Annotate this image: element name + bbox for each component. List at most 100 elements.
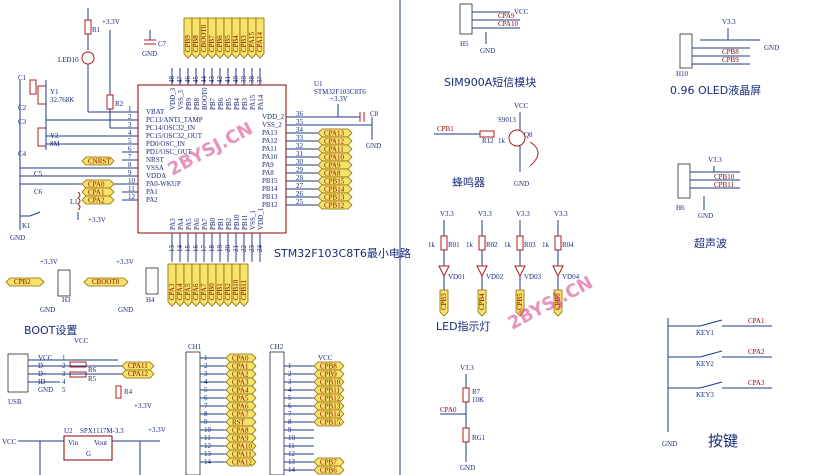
ch1-net-6-text: CPA5	[232, 395, 249, 403]
mcu-top-num-38: 38	[248, 76, 256, 84]
mcu-pin-pc15/osc32_out: PC15/OSC32_OUT	[146, 132, 203, 140]
v33-l1: +3.3V	[88, 216, 106, 224]
netflag-cpb3-text: CPB3	[240, 35, 248, 52]
oled-net2: CPB9	[722, 56, 739, 64]
ch1-net-14-text: CPA12	[232, 459, 252, 467]
h4-header	[145, 267, 159, 295]
mcu-bottom-num-21: 21	[232, 245, 240, 253]
mcu-bottom-pin-pa6: PA6	[193, 218, 201, 230]
led-diode-ref-4: VD04	[562, 273, 580, 281]
led10-label: LED10	[58, 56, 79, 64]
netflag-cpb2	[5, 277, 45, 287]
mcu-pin-pb12: PB12	[262, 201, 278, 209]
netflag-cpb5	[223, 17, 233, 59]
c6-label: C6	[34, 188, 43, 196]
q8-transistor	[508, 129, 526, 147]
oled-v33: V3.3	[722, 18, 736, 26]
mcu-pin-num-6: 6	[128, 145, 132, 153]
mcu-top-pin-vss_3: VSS_3	[177, 90, 185, 110]
mcu-pin-num-29: 29	[296, 166, 304, 174]
led-net-4-text: CPB6	[554, 293, 562, 310]
usb-pin-num-1: 1	[62, 354, 66, 362]
mcu-pin-num-8: 8	[128, 161, 132, 169]
netflag-cpa13-text: CPA13	[324, 130, 344, 138]
mcu-pin-pd0/osc_in: PD0/OSC_IN	[146, 140, 185, 148]
mcu-pin-num-7: 7	[128, 153, 132, 161]
ch1-net-5-text: CPA4	[232, 387, 249, 395]
mcu-bottom-num-16: 16	[192, 245, 200, 253]
netflag-cpa14-text: CPA14	[256, 32, 264, 52]
netflag-cpa10-text: CPA10	[324, 154, 344, 162]
mcu-pin-num-30: 30	[296, 158, 304, 166]
mcu-pin-num-1: 1	[128, 105, 132, 113]
c5-label: C5	[34, 170, 43, 178]
y1-crystal	[37, 85, 47, 105]
netflag-cpb9-text: CPB9	[184, 35, 192, 52]
gnd-h4: GND	[118, 306, 133, 314]
netflag-cpb10-text: CPB10	[232, 279, 240, 300]
netflag-cpa15-text: CPA15	[248, 32, 256, 52]
netflag-left-cpa0-text: CPA0	[88, 181, 105, 189]
u2-vin: Vin	[68, 439, 79, 447]
ch1-net-1-text: CPA0	[232, 355, 249, 363]
mcu-bottom-pin-pa4: PA4	[177, 218, 185, 230]
r6-label: R6	[88, 366, 97, 374]
r2-label: R2	[115, 100, 124, 108]
usb-label: USB	[8, 398, 22, 406]
r7-resistor	[462, 387, 470, 403]
h5-header	[459, 3, 473, 35]
mcu-pin-pc14/osc32_in: PC14/OSC32_IN	[146, 124, 195, 132]
boot-block: +3.3V CPB2 H3 GND +3.3V CBOOT0 H4 GND BO…	[5, 258, 159, 337]
netflag-cpb1	[215, 263, 225, 307]
keys-caption: 按键	[708, 432, 738, 450]
gnd-c7: GND	[142, 50, 157, 58]
key-net-3: CPA3	[748, 379, 765, 387]
rg1-label: RG1	[472, 434, 486, 442]
h3-header	[57, 269, 71, 297]
ch2-net-5-text: CPB12	[320, 395, 341, 403]
mcu-top-pin-boot0: BOOT0	[201, 87, 209, 110]
c4-label: C4	[18, 150, 27, 158]
mcu-pin-vdda: VDDA	[146, 172, 166, 180]
mcu-pin-pb15: PB15	[262, 177, 278, 185]
usb-pin-vcc: VCC	[38, 354, 53, 362]
led-res-val-4: 1k	[542, 241, 550, 249]
mcu-top-pin-pa15: PA15	[249, 94, 257, 110]
led-net-1	[439, 289, 449, 317]
reg-v33: +3.3V	[148, 426, 166, 434]
netflag-cpb13-text: CPB13	[324, 194, 345, 202]
ch2-net-7-text: CPB14	[320, 411, 341, 419]
netflag-cpa12-text: CPA12	[324, 138, 344, 146]
netflag-cpb8-text: CPB8	[192, 35, 200, 52]
mcu-top-num-44: 44	[200, 76, 208, 84]
led-diode-ref-2: VD02	[486, 273, 504, 281]
r12-value: 1k	[498, 137, 506, 145]
ch1-net-10-text: CPA8	[232, 427, 249, 435]
h4-label: H4	[146, 296, 155, 304]
led-net-2	[477, 289, 487, 317]
u2-ref: U2	[64, 427, 73, 435]
boot-caption: BOOT设置	[24, 324, 77, 337]
mcu-bottom-num-22: 22	[240, 245, 248, 253]
mcu-bottom-pin-vss_1: VSS_1	[249, 210, 257, 230]
netflag-cpb6-text: CPB6	[216, 35, 224, 52]
ch2-ref: CH2	[270, 343, 284, 351]
netflag-cpb3	[239, 17, 249, 59]
y1-label: Y1	[50, 88, 59, 96]
netflag-cpb6	[215, 17, 225, 59]
mcu-top-num-40: 40	[232, 76, 240, 84]
mcu-bottom-pin-pa5: PA5	[185, 218, 193, 230]
mcu-pin-pa2: PA2	[146, 196, 158, 204]
mcu-top-num-45: 45	[192, 76, 200, 84]
ch2-net-13-text: CPB7	[320, 459, 337, 467]
mcu-bottom-num-23: 23	[248, 245, 256, 253]
mcu-pin-pb14: PB14	[262, 185, 278, 193]
ch1-net-12-text: CPA10	[232, 443, 252, 451]
l1-inductor	[77, 191, 81, 211]
netflag-cpa7-text: CPA7	[200, 283, 208, 300]
ultra-net1: CPB10	[714, 173, 735, 181]
